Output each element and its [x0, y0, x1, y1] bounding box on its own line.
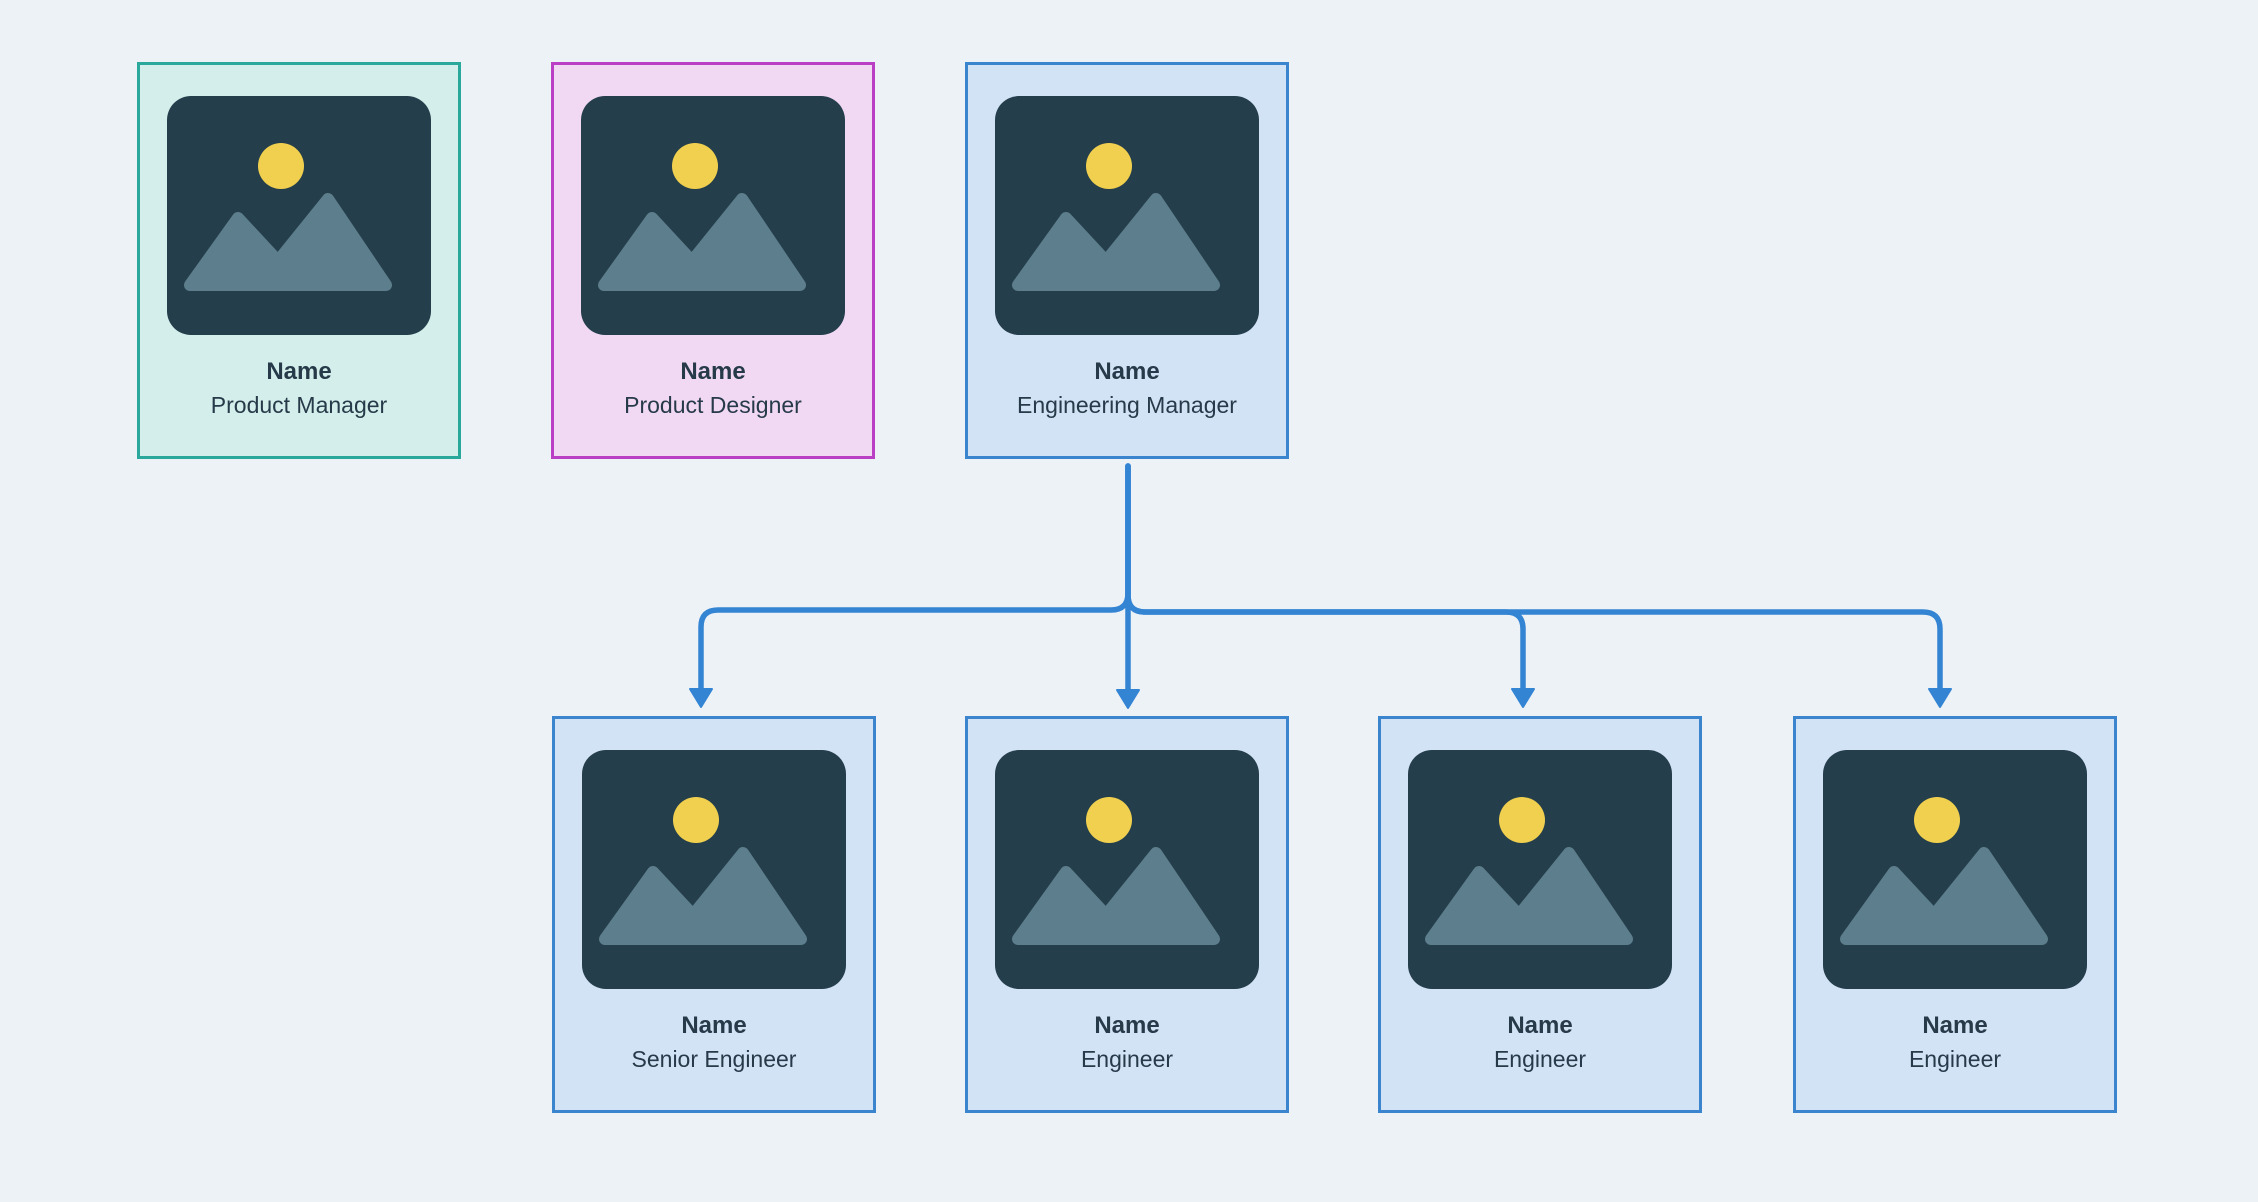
person-name: Name [1507, 1012, 1573, 1039]
mountains-icon [1012, 193, 1220, 291]
person-role: Engineering Manager [1017, 392, 1237, 418]
person-name: Name [1922, 1012, 1988, 1039]
connector-line-right2[interactable] [1125, 463, 1943, 692]
person-role: Product Manager [210, 392, 388, 418]
mountains-icon [1425, 847, 1633, 945]
mountains-icon [1840, 847, 2048, 945]
org-card-product-designer[interactable]: Name Product Designer [551, 62, 875, 459]
person-role: Engineer [1493, 1046, 1587, 1072]
sun-icon [1499, 797, 1545, 843]
photo-frame [167, 96, 431, 335]
sun-icon [1086, 797, 1132, 843]
org-card-engineer-1[interactable]: Name Engineer [965, 716, 1289, 1113]
arrowhead-right1-icon [1511, 688, 1535, 708]
photo-frame [581, 96, 845, 335]
org-card-engineer-2[interactable]: Name Engineer [1378, 716, 1702, 1113]
image-placeholder-icon [582, 750, 846, 989]
mountains-icon [1012, 847, 1220, 945]
image-placeholder-icon [1408, 750, 1672, 989]
mountains-icon [599, 847, 807, 945]
arrowhead-right2-icon [1928, 688, 1952, 708]
image-placeholder-icon [995, 96, 1259, 335]
person-role: Engineer [1908, 1046, 2002, 1072]
org-card-product-manager[interactable]: Name Product Manager [137, 62, 461, 459]
arrowhead-center-icon [1116, 689, 1140, 709]
person-name: Name [680, 358, 746, 385]
photo-frame [582, 750, 846, 989]
org-card-senior-engineer[interactable]: Name Senior Engineer [552, 716, 876, 1113]
image-placeholder-icon [1823, 750, 2087, 989]
sun-icon [1086, 143, 1132, 189]
image-placeholder-icon [167, 96, 431, 335]
person-name: Name [266, 358, 332, 385]
person-name: Name [1094, 1012, 1160, 1039]
photo-frame [995, 750, 1259, 989]
person-role: Senior Engineer [631, 1046, 797, 1072]
person-name: Name [1094, 358, 1160, 385]
person-name: Name [681, 1012, 747, 1039]
org-card-engineer-3[interactable]: Name Engineer [1793, 716, 2117, 1113]
org-card-engineering-manager[interactable]: Name Engineering Manager [965, 62, 1289, 459]
photo-frame [995, 96, 1259, 335]
photo-frame [1823, 750, 2087, 989]
person-role: Product Designer [624, 392, 802, 418]
connector-line-right1[interactable] [1125, 463, 1526, 692]
image-placeholder-icon [581, 96, 845, 335]
connector-line-left[interactable] [698, 463, 1131, 692]
person-role: Engineer [1080, 1046, 1174, 1072]
sun-icon [672, 143, 718, 189]
sun-icon [1914, 797, 1960, 843]
mountains-icon [598, 193, 806, 291]
sun-icon [258, 143, 304, 189]
arrowhead-left-icon [689, 688, 713, 708]
sun-icon [673, 797, 719, 843]
photo-frame [1408, 750, 1672, 989]
image-placeholder-icon [995, 750, 1259, 989]
mountains-icon [184, 193, 392, 291]
